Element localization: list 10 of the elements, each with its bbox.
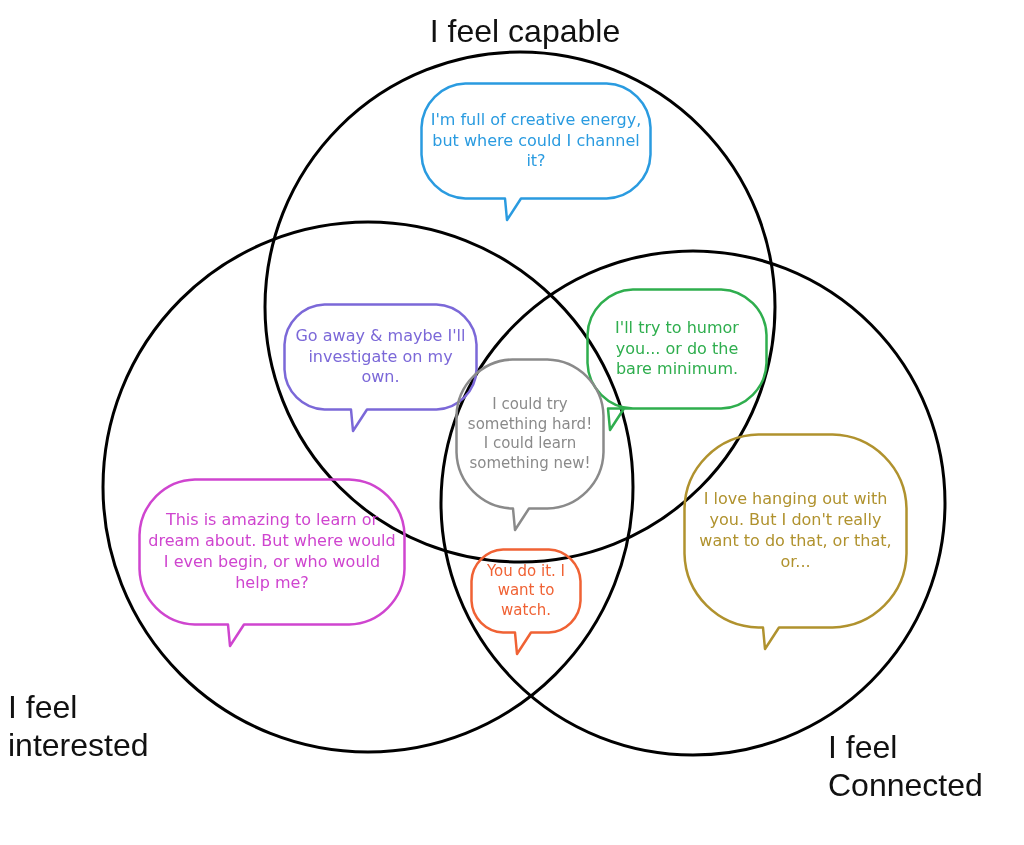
speech-text: Go away & maybe I'll investigate on my own. <box>294 325 467 389</box>
speech-text: I could try something hard! I could learn something new! <box>466 395 594 473</box>
set-label: I feel interested <box>8 688 150 765</box>
set-label: I feel capable <box>428 12 622 51</box>
speech-text: This is amazing to learn or dream about. But where would I even begin, or who would help me? <box>148 510 396 594</box>
speech-text: I love hanging out with you. But I don't really want to do that, or that, or... <box>698 489 893 573</box>
speech-text: You do it. I want to watch. <box>485 561 567 621</box>
speech-text: I'll try to humor you... or do the bare minimum. <box>614 317 740 381</box>
set-label: I feel Connected <box>828 728 984 805</box>
speech-text: I'm full of creative energy, but where could I channel it? <box>430 109 642 173</box>
